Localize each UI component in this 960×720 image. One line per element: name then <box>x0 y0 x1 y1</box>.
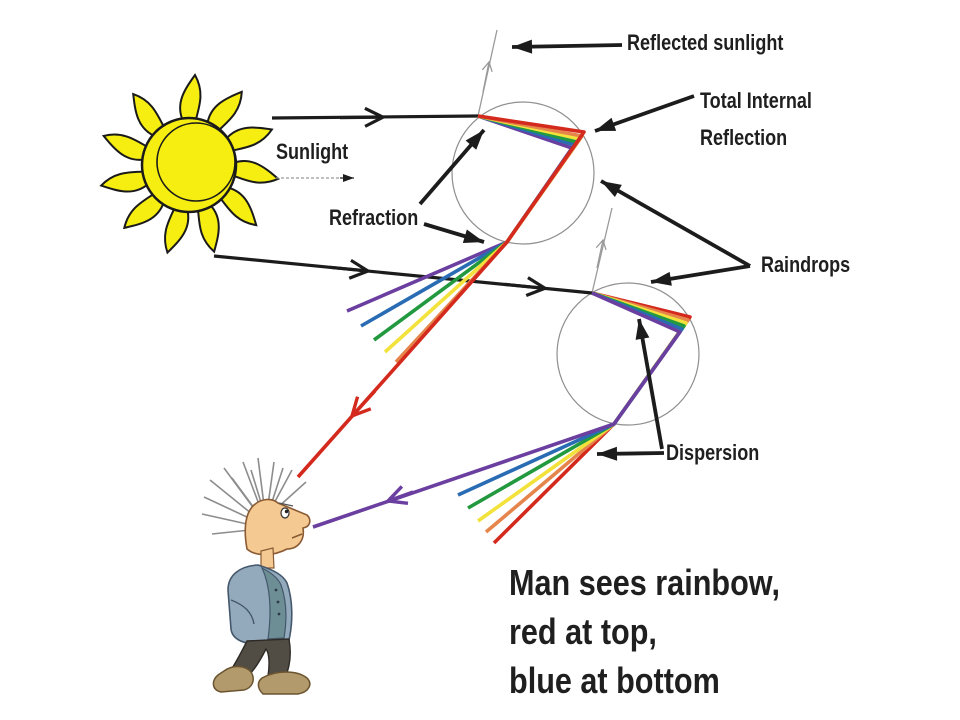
reflected-ray-drop2 <box>591 207 613 294</box>
man-button <box>277 612 281 616</box>
label-total-internal-line2: Reflection <box>700 125 788 150</box>
label-dispersion: Dispersion <box>666 440 760 465</box>
caption-line-2: red at top, <box>509 611 657 652</box>
reflected-sunlight-arrow <box>511 39 623 54</box>
man-button <box>276 600 280 604</box>
man-eyebrow <box>278 502 294 507</box>
label-total-internal-line1: Total Internal <box>700 88 812 113</box>
dispersion-arrow-fan <box>596 446 665 461</box>
caption-line-1: Man sees rainbow, <box>509 562 780 603</box>
caption-man-sees-rainbow: Man sees rainbow, red at top, blue at bo… <box>509 558 780 705</box>
sun-icon <box>99 73 280 255</box>
raindrop-circle-2 <box>556 282 700 426</box>
man-mouth <box>291 533 303 539</box>
label-reflected-sunlight: Reflected sunlight <box>627 30 784 55</box>
caption-line-3: blue at bottom <box>509 660 720 701</box>
man-vest <box>260 566 287 640</box>
ray-violet-drop2 <box>312 291 682 529</box>
sunlight-beam-1 <box>271 106 479 128</box>
man-face <box>244 498 311 556</box>
label-sunlight: Sunlight <box>276 139 349 164</box>
man-eye <box>280 507 290 519</box>
reflected-ray-drop1 <box>477 29 498 117</box>
man-neck <box>260 547 275 569</box>
man-pupil <box>284 509 289 514</box>
refraction-arrow-exit <box>423 222 485 244</box>
sunlight-beam-2 <box>213 254 593 298</box>
ray-red-drop1 <box>296 114 586 479</box>
man-shoe-back <box>212 665 254 693</box>
refraction-arrow-entry <box>418 128 486 206</box>
label-raindrops: Raindrops <box>761 252 851 277</box>
label-refraction: Refraction <box>329 205 419 230</box>
man-button <box>274 588 278 592</box>
man-figure <box>201 457 311 695</box>
violet-ray-arrowhead <box>384 485 414 506</box>
rainbow-rays-drop1 <box>296 114 586 479</box>
ray-yellow-drop1 <box>383 114 582 354</box>
label-total-internal-reflection: Total Internal Reflection <box>700 82 812 156</box>
man-hair <box>201 457 307 535</box>
man-arm <box>230 599 255 625</box>
red-ray-arrowhead <box>349 389 377 419</box>
raindrops-arrow-drop2 <box>650 264 751 286</box>
ray-orange-drop1 <box>394 114 584 364</box>
raindrops-arrow-drop1 <box>600 179 751 268</box>
raindrop-circle-1 <box>451 101 595 245</box>
dispersion-arrow-internal <box>635 318 664 450</box>
ray-red-drop2 <box>492 291 692 545</box>
total-internal-reflection-arrow <box>594 94 695 133</box>
man-shoe-front <box>257 671 311 695</box>
rainbow-rays-drop2 <box>312 291 692 545</box>
